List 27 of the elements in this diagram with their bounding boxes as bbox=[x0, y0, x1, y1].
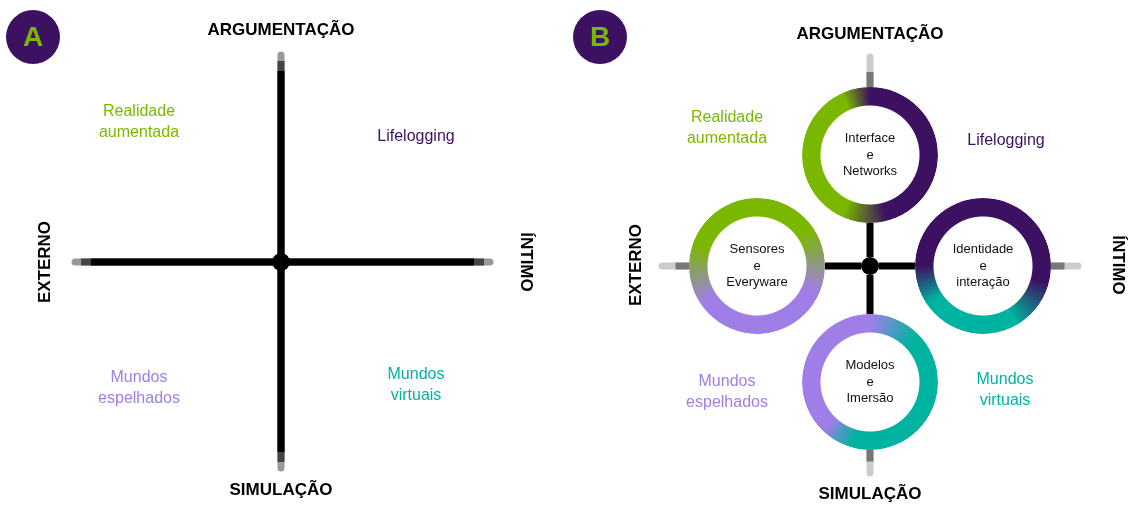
axis-label: ÍNTIMO bbox=[516, 232, 538, 292]
axis-label: SIMULAÇÃO bbox=[818, 482, 922, 505]
axis-label: EXTERNO bbox=[624, 223, 646, 307]
ring-label: Modelos e Imersão bbox=[845, 356, 895, 408]
axis-label: ARGUMENTAÇÃO bbox=[796, 22, 944, 45]
quadrant-label: Realidade aumentada bbox=[686, 107, 768, 148]
ring-label: Sensores e Everyware bbox=[726, 240, 788, 292]
quadrant-label: Mundos virtuais bbox=[976, 369, 1034, 410]
quadrant-label: Lifelogging bbox=[967, 129, 1045, 150]
axis-label: ARGUMENTAÇÃO bbox=[207, 18, 355, 41]
hub-dot bbox=[861, 257, 879, 275]
panel-badge: B bbox=[573, 10, 627, 64]
quadrant-label: Mundos espelhados bbox=[98, 367, 180, 408]
axis-label: SIMULAÇÃO bbox=[229, 478, 333, 501]
ring-label: Interface e Networks bbox=[842, 129, 898, 181]
ring-label: Identidade e interação bbox=[952, 240, 1014, 292]
connector-line bbox=[825, 262, 861, 270]
connector-line bbox=[879, 262, 915, 270]
axis-label: ÍNTIMO bbox=[1108, 235, 1128, 295]
connector-line bbox=[866, 275, 874, 314]
quadrant-label: Mundos virtuais bbox=[387, 364, 445, 405]
quadrant-label: Mundos espelhados bbox=[686, 371, 768, 412]
axis-label: EXTERNO bbox=[33, 220, 55, 304]
quadrant-label: Realidade aumentada bbox=[98, 101, 180, 142]
panel-badge: A bbox=[6, 10, 60, 64]
connector-line bbox=[866, 223, 874, 257]
quadrant-label: Lifelogging bbox=[377, 125, 455, 146]
